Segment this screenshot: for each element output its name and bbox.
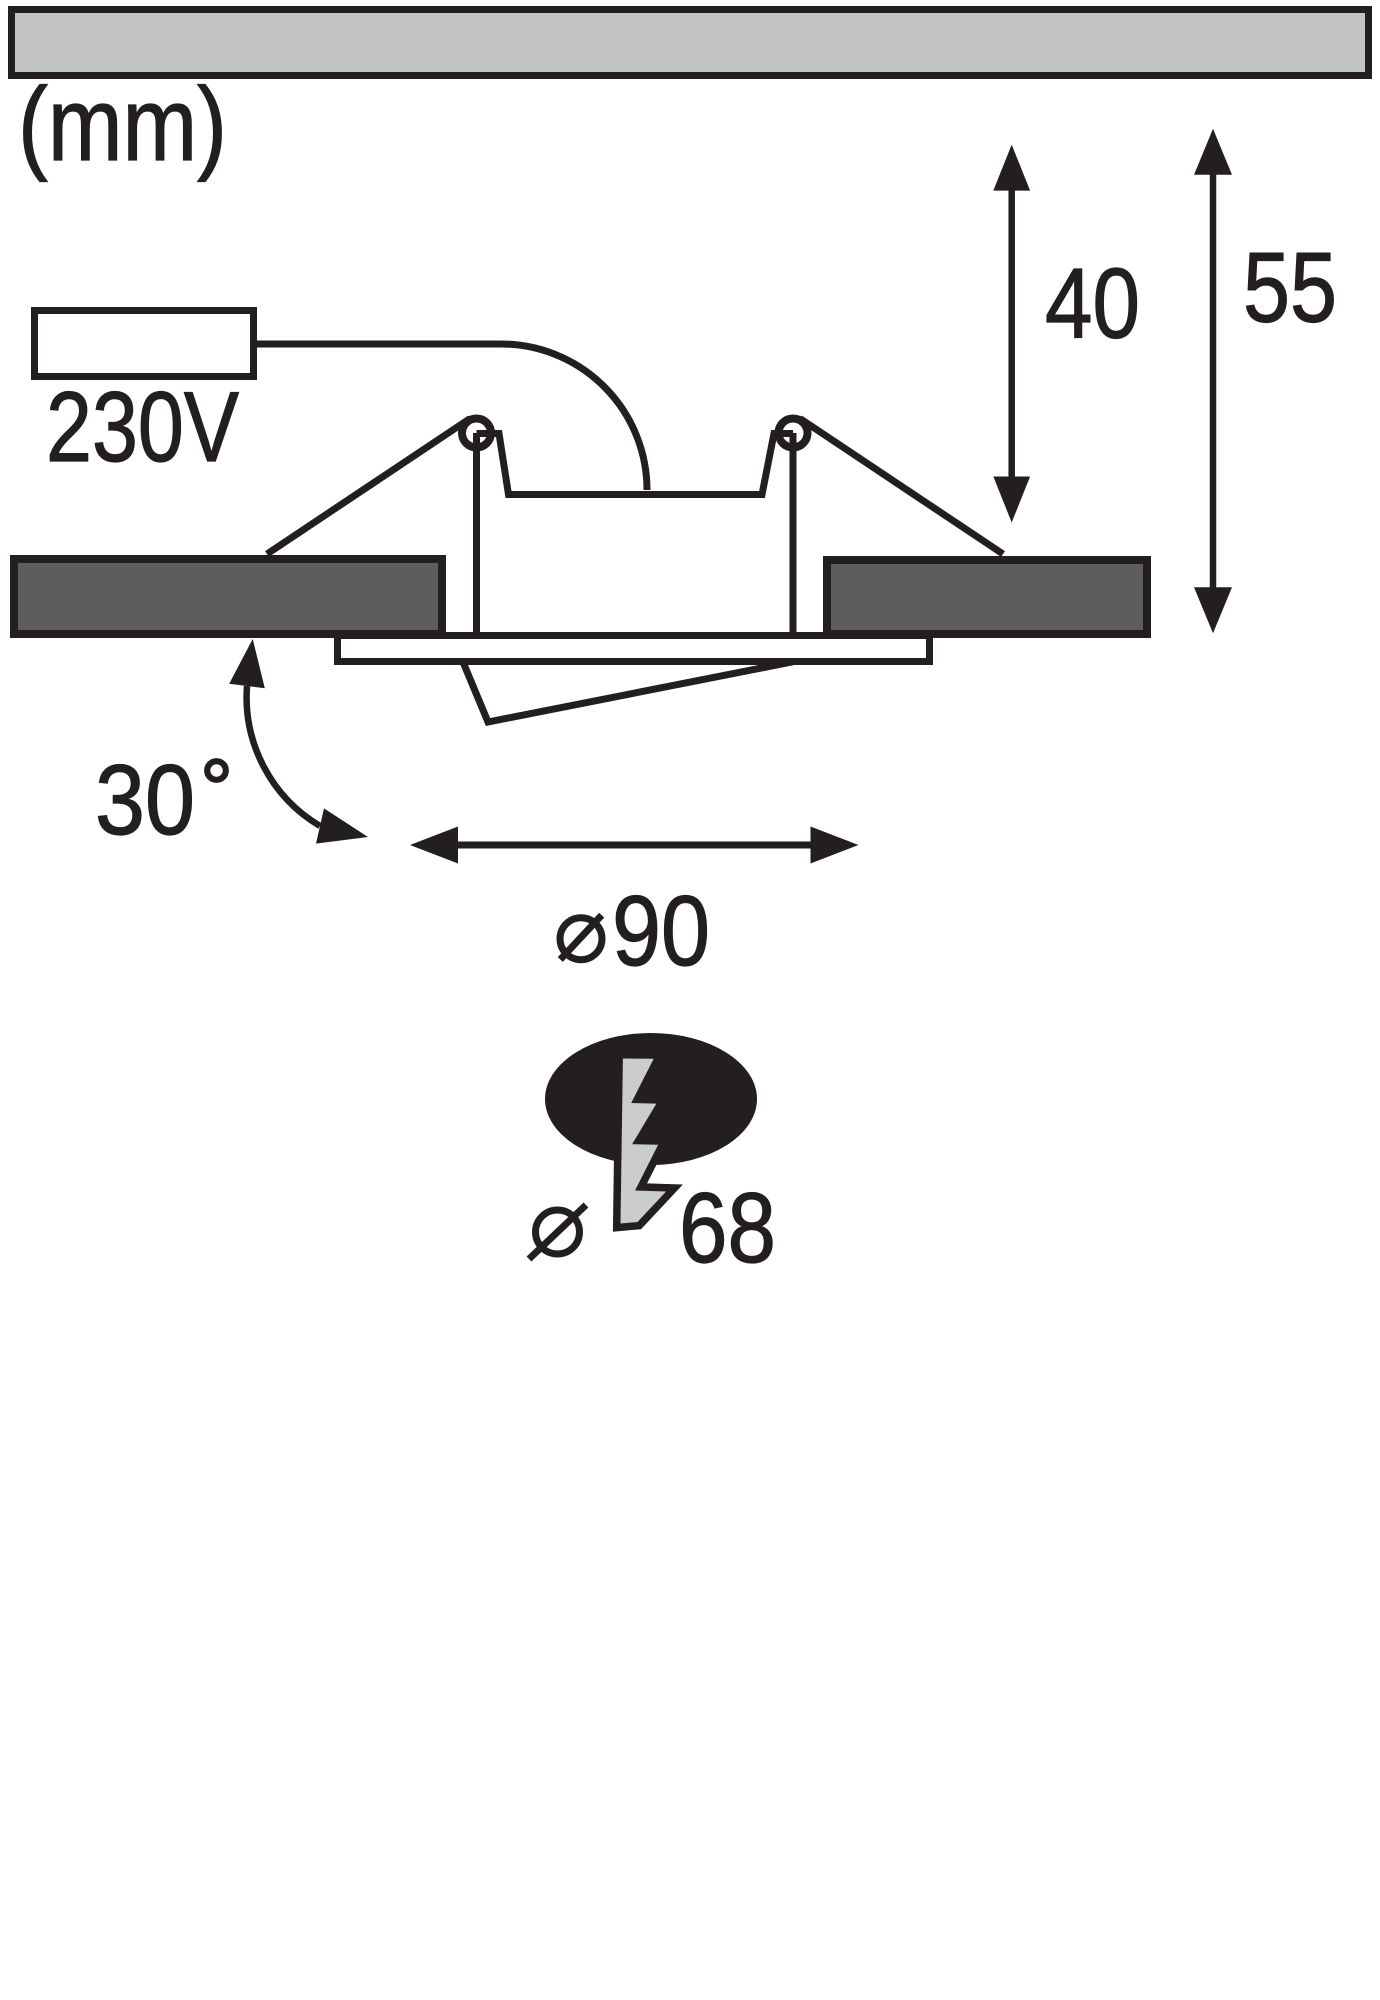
svg-text:90: 90 — [612, 875, 710, 986]
svg-text:(mm): (mm) — [18, 67, 227, 183]
svg-text:40: 40 — [1045, 248, 1140, 359]
svg-text:30: 30 — [95, 744, 195, 855]
svg-text:68: 68 — [679, 1172, 776, 1283]
svg-text:55: 55 — [1243, 232, 1337, 343]
svg-text:230V: 230V — [46, 371, 239, 482]
